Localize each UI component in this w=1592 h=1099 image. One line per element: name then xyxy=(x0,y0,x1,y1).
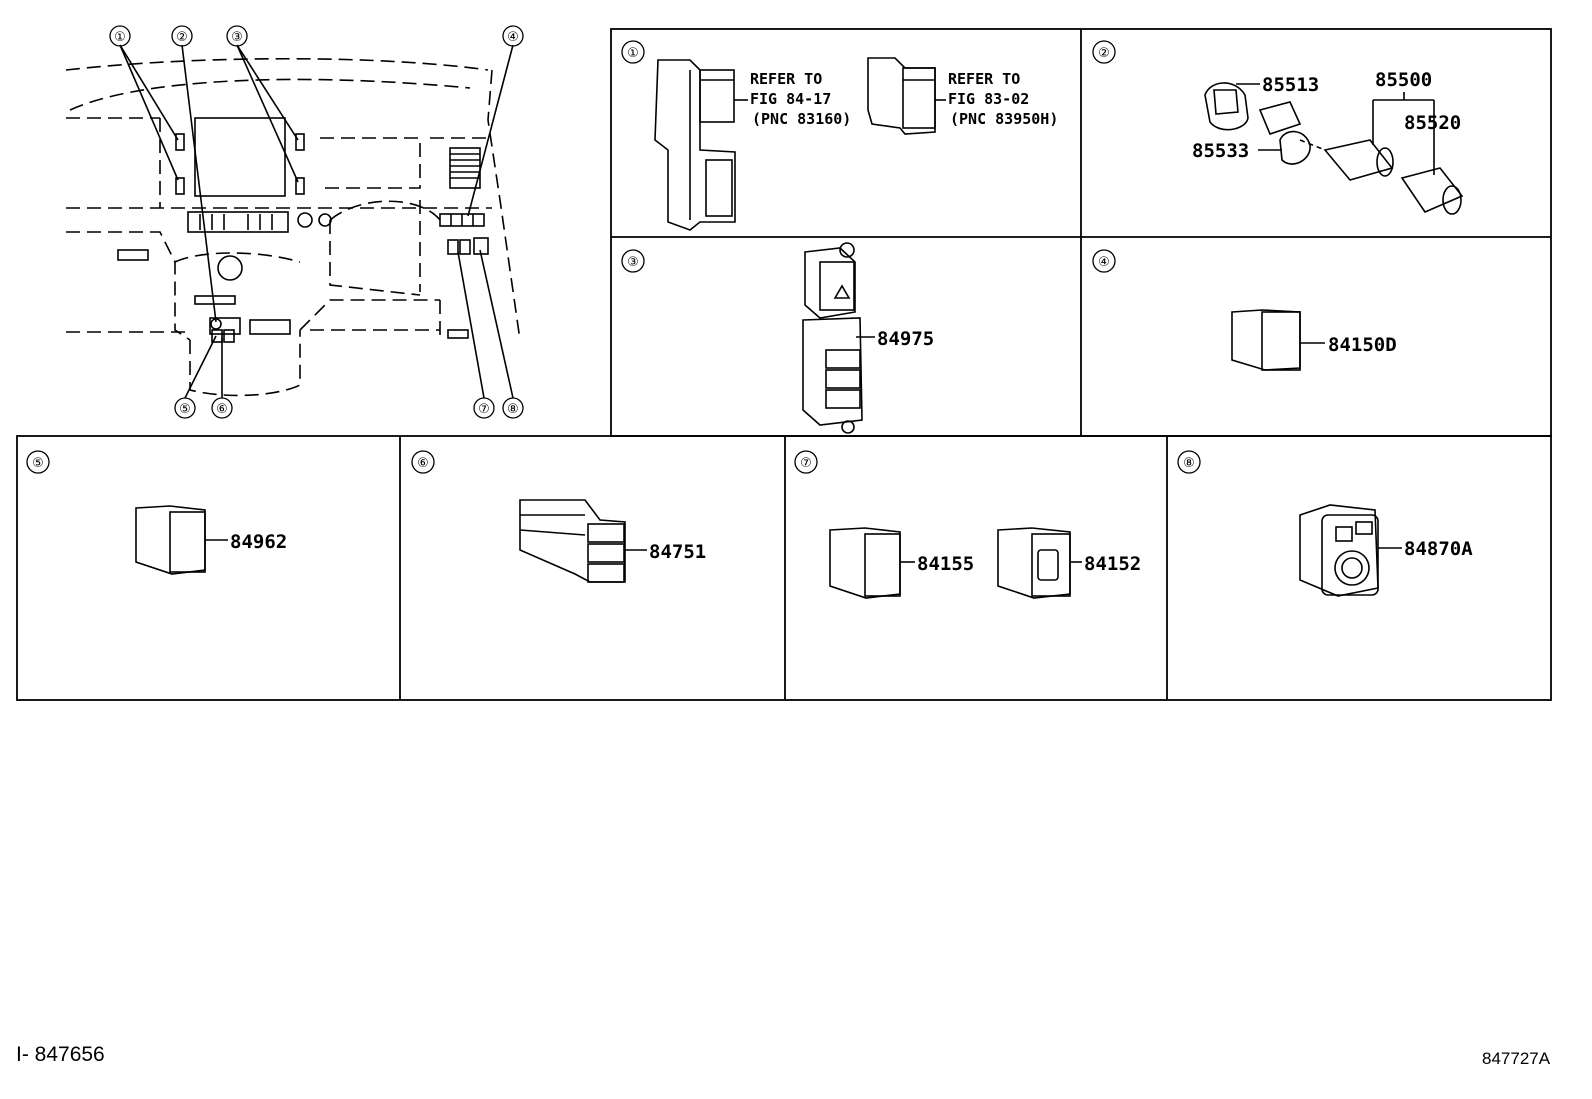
cigarette-lighter-parts xyxy=(1204,82,1464,215)
footer-left-code: I- 847656 xyxy=(16,1043,105,1066)
panel-number-circles xyxy=(26,40,1201,474)
ref-b-line3: (PNC 83950H) xyxy=(950,110,1058,128)
mirror-switch-84870A xyxy=(1299,504,1402,597)
part-84870A: 84870A xyxy=(1404,538,1473,560)
panel-frames xyxy=(16,28,1552,701)
panel-5-number: ⑤ xyxy=(32,456,44,471)
part-84150D: 84150D xyxy=(1328,334,1397,356)
callout-2: ② xyxy=(176,30,188,45)
part-84751: 84751 xyxy=(649,541,706,563)
switch-84751 xyxy=(519,499,647,583)
switch-84155 xyxy=(829,527,915,599)
panel-3-number: ③ xyxy=(627,255,639,270)
callout-6: ⑥ xyxy=(216,402,228,417)
callout-8: ⑧ xyxy=(507,402,519,417)
part-85533: 85533 xyxy=(1192,140,1249,162)
switch-assembly-left xyxy=(654,59,748,231)
panel-4-number: ④ xyxy=(1098,255,1110,270)
callout-3: ③ xyxy=(231,30,243,45)
callout-1: ① xyxy=(114,30,126,45)
ref-b-line1: REFER TO xyxy=(948,70,1020,88)
panel-8-number: ⑧ xyxy=(1183,456,1195,471)
panel-7-number: ⑦ xyxy=(800,456,812,471)
footer-right-code: 847727A xyxy=(1482,1049,1551,1068)
part-85500: 85500 xyxy=(1375,69,1432,91)
part-84155: 84155 xyxy=(917,553,974,575)
switch-84962 xyxy=(135,505,228,575)
part-84962: 84962 xyxy=(230,531,287,553)
part-85520: 85520 xyxy=(1404,112,1461,134)
callout-4: ④ xyxy=(507,30,519,45)
ref-a-line2: FIG 84-17 xyxy=(750,90,831,108)
part-84975: 84975 xyxy=(877,328,934,350)
panel-6-number: ⑥ xyxy=(417,456,429,471)
switch-assembly-right xyxy=(867,57,946,135)
switch-84150D xyxy=(1231,309,1325,371)
ref-a-line3: (PNC 83160) xyxy=(752,110,851,128)
dashboard-overview xyxy=(65,44,521,399)
switch-84152 xyxy=(997,527,1082,599)
panel-1-number: ① xyxy=(627,46,639,61)
callout-5: ⑤ xyxy=(179,402,191,417)
callout-7: ⑦ xyxy=(478,402,490,417)
ref-b-line2: FIG 83-02 xyxy=(948,90,1029,108)
part-84152: 84152 xyxy=(1084,553,1141,575)
ref-a-line1: REFER TO xyxy=(750,70,822,88)
part-85513: 85513 xyxy=(1262,74,1319,96)
hazard-switch-assembly xyxy=(802,242,875,434)
overview-callouts xyxy=(109,25,524,419)
panel-2-number: ② xyxy=(1098,46,1110,61)
